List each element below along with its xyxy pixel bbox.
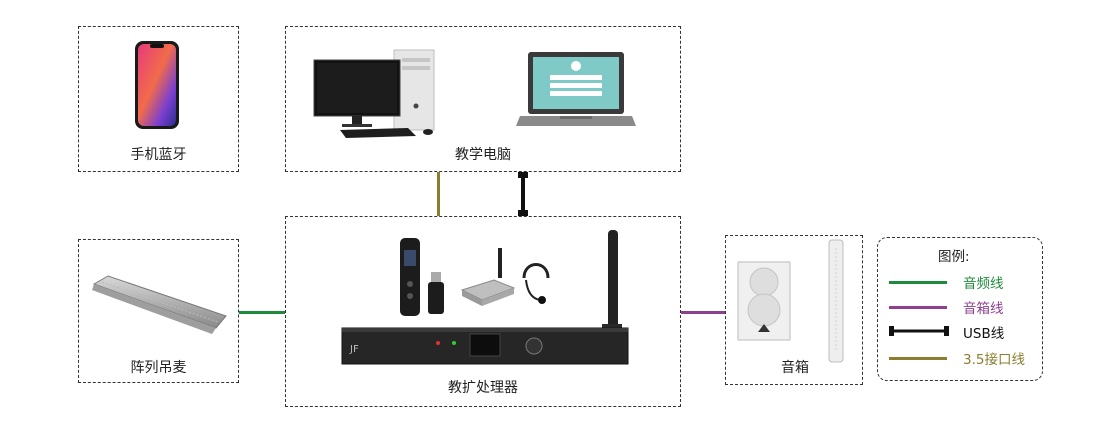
- speaker-cable-connection: [681, 311, 725, 314]
- legend-label-speaker: 音箱线: [963, 301, 1004, 317]
- computer-node-box: [285, 26, 681, 172]
- column-speaker-icon: [828, 239, 844, 363]
- legend-title: 图例:: [938, 249, 970, 265]
- legend-swatch-usb: [889, 326, 949, 336]
- legend-label-aux: 3.5接口线: [963, 352, 1025, 368]
- legend-box: [877, 237, 1043, 381]
- legend-label-audio: 音频线: [963, 276, 1004, 292]
- audio-cable-connection: [239, 311, 285, 314]
- aux-cable-connection: [437, 172, 440, 216]
- svg-text:JF: JF: [349, 344, 359, 355]
- array-microphone-icon: [92, 275, 227, 334]
- processor-label: 教扩处理器: [448, 380, 518, 396]
- legend-swatch-speaker: [889, 306, 947, 309]
- legend-label-usb: USB线: [963, 326, 1005, 342]
- headset-microphone-icon: [522, 263, 550, 304]
- speaker-node-box: [725, 235, 863, 385]
- desktop-computer-icon: [313, 49, 435, 138]
- processor-unit-icon: JF: [341, 230, 629, 365]
- phone-label: 手机蓝牙: [130, 147, 187, 163]
- mic-array-label: 阵列吊麦: [130, 360, 187, 376]
- legend-swatch-aux: [889, 357, 947, 360]
- handheld-microphone-icon: [400, 238, 420, 316]
- laptop-icon: [516, 52, 636, 126]
- usb-receiver-icon: [428, 272, 444, 314]
- usb-cable-connection: [518, 172, 528, 216]
- wall-speaker-icon: [737, 261, 791, 341]
- phone-node-box: [78, 26, 239, 172]
- speaker-label: 音箱: [781, 360, 809, 376]
- processor-node-box: [285, 216, 681, 407]
- mic-array-node-box: [78, 239, 239, 383]
- wireless-receiver-icon: [460, 248, 516, 306]
- smartphone-icon: [135, 41, 179, 129]
- computer-label: 教学电脑: [455, 147, 511, 163]
- legend-swatch-audio: [889, 281, 947, 284]
